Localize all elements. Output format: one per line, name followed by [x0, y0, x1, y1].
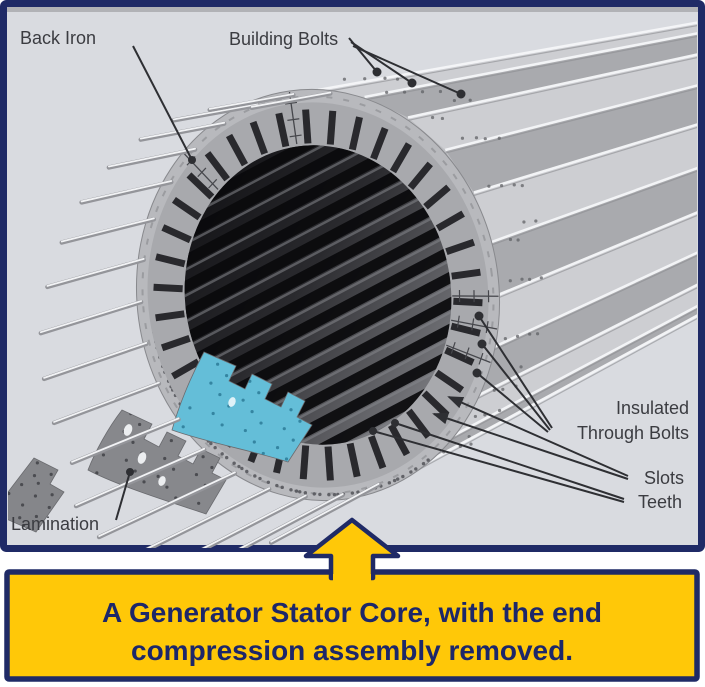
label-insulated: Insulated	[616, 398, 689, 418]
photo-top-edge	[7, 7, 698, 12]
leader-lamination	[115, 468, 134, 521]
label-building-bolts: Building Bolts	[229, 29, 338, 49]
leader-back-iron	[132, 45, 196, 164]
label-through-bolts: Through Bolts	[577, 423, 689, 443]
up-arrow-seam-patch	[333, 574, 371, 584]
label-teeth: Teeth	[638, 492, 682, 512]
caption-line-2: compression assembly removed.	[131, 635, 573, 666]
label-slots: Slots	[644, 468, 684, 488]
caption-line-1: A Generator Stator Core, with the end	[102, 597, 602, 628]
stator-core-illustration	[8, 21, 697, 548]
leader-slots	[432, 396, 629, 480]
leader-building-bolts	[348, 37, 466, 99]
label-back-iron: Back Iron	[20, 28, 96, 48]
label-lamination: Lamination	[11, 514, 99, 534]
leader-lines	[115, 37, 629, 521]
leader-through-bolts	[472, 311, 553, 433]
leader-teeth	[369, 419, 625, 503]
